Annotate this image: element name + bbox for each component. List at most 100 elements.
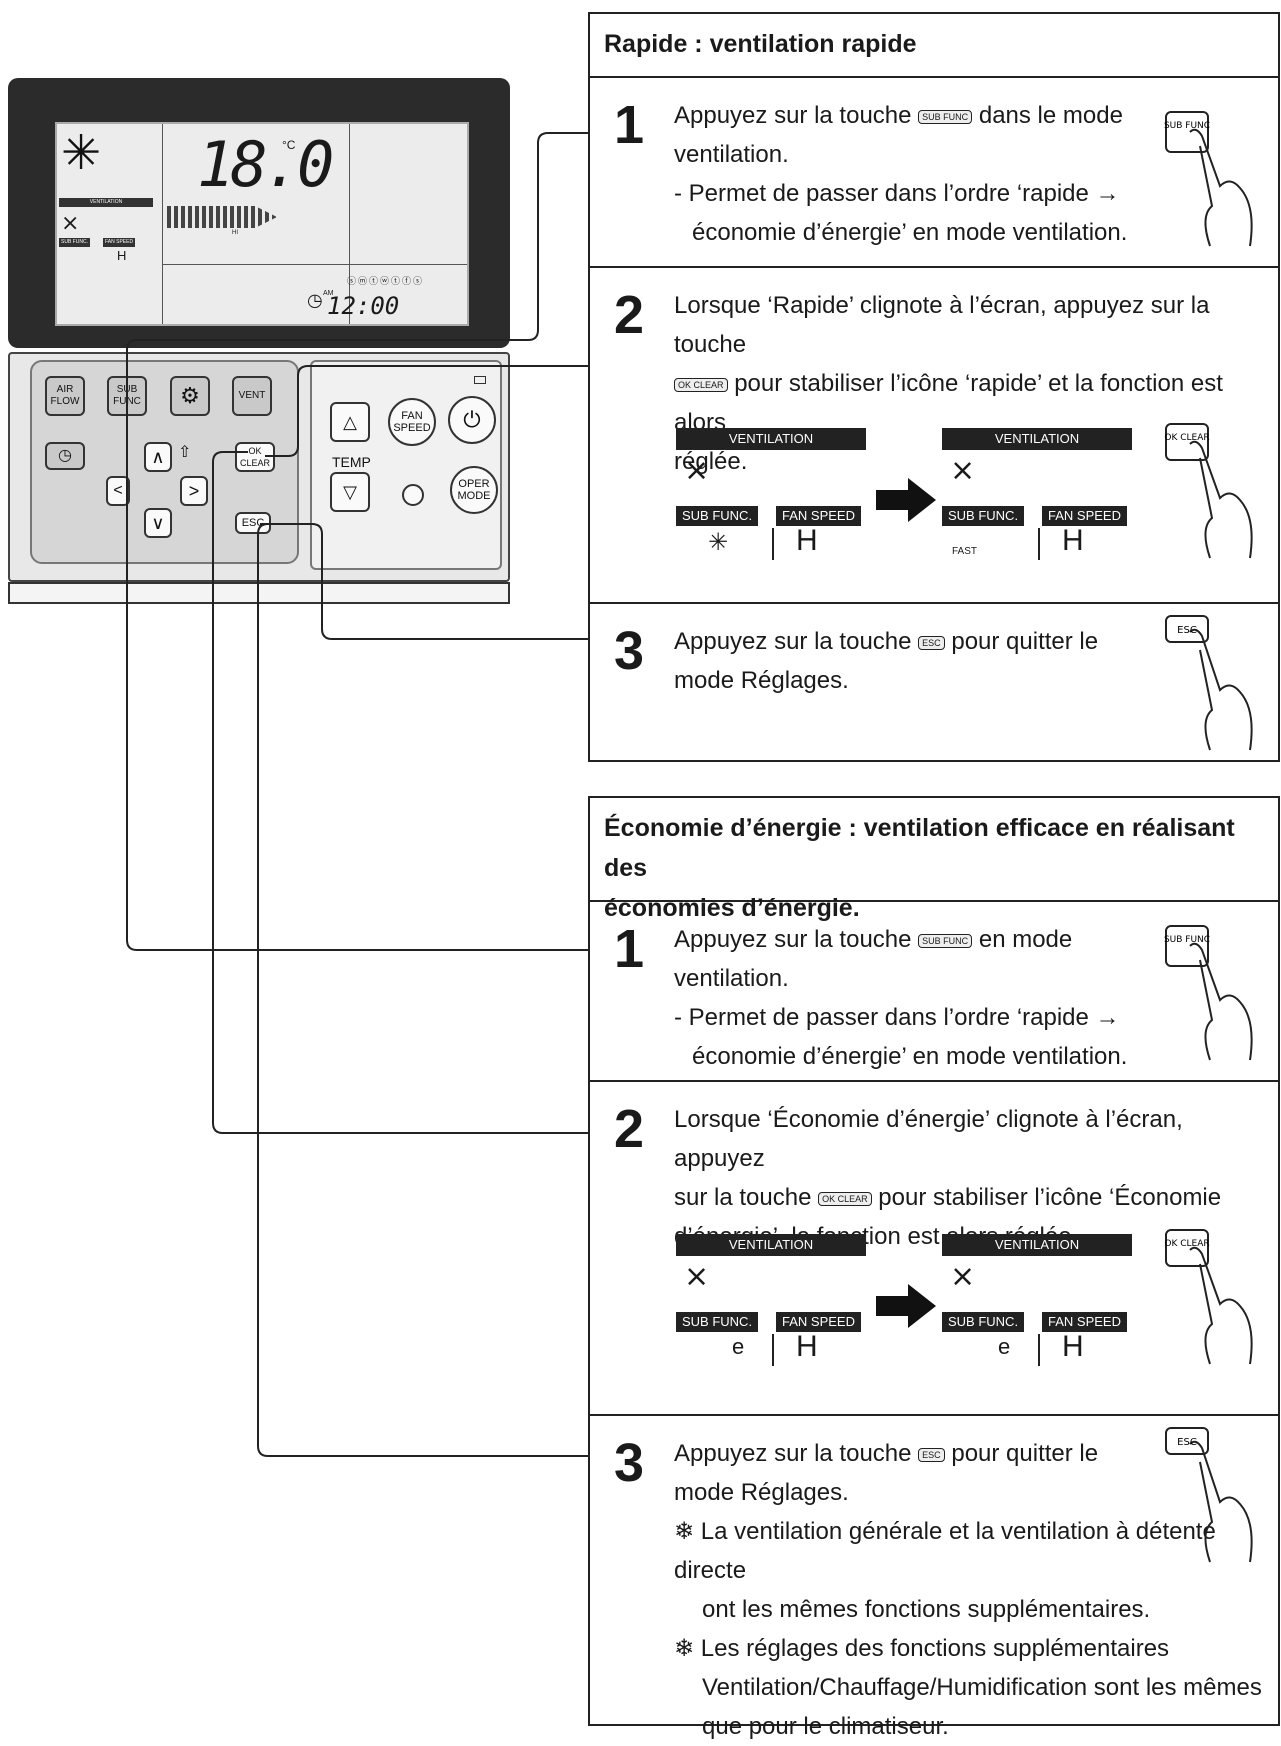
fan-speed-tag: FAN SPEED <box>1042 1312 1127 1332</box>
indicator-light <box>474 376 486 384</box>
display-before: VENTILATION ⨯ SUB FUNC. FAN SPEED ✳ H <box>676 428 876 560</box>
lcd-temperature: 18.0 <box>197 128 334 201</box>
text: ventilation. <box>674 965 789 992</box>
display-after: VENTILATION ⨯ SUB FUNC. FAN SPEED e H <box>942 1234 1142 1366</box>
step-text: Appuyez sur la touche ESC pour quitter l… <box>674 622 1128 700</box>
energy-saving-blinking-icon: e <box>732 1334 745 1359</box>
display-title: VENTILATION <box>676 428 866 450</box>
rapide-step-1: 1 Appuyez sur la touche SUB FUNC dans le… <box>590 78 1278 268</box>
ventilation-fan-icon: ⨯ <box>950 454 976 487</box>
fan-level-bar <box>167 206 277 228</box>
down-arrow-icon[interactable]: ∨ <box>144 508 172 538</box>
connector-esc-1 <box>265 523 588 640</box>
connector-esc-2 <box>257 523 588 1457</box>
temp-down-icon[interactable]: ▽ <box>330 472 370 512</box>
text: Appuyez sur la touche <box>674 628 912 655</box>
esc-button[interactable]: ESC <box>235 512 271 534</box>
note: que pour le climatiseur. <box>702 1713 949 1740</box>
lcd-unit: °C <box>282 138 296 152</box>
rapide-header: Rapide : ventilation rapide <box>590 14 1278 78</box>
hand-key-label: SUB FUNC <box>1164 121 1210 131</box>
sub-func-tag: SUB FUNC. <box>942 506 1025 526</box>
sub-func-key-icon: SUB FUNC <box>918 109 973 124</box>
note: ❄ La ventilation générale et la ventilat… <box>674 1518 1216 1584</box>
remote-control-bottom: AIR FLOW SUB FUNC ⚙ VENT ◷ ∧ < > ∨ ⇧ OK … <box>8 352 510 582</box>
fast-fan-blinking-icon: ✳ <box>708 529 729 556</box>
temp-up-icon[interactable]: △ <box>330 402 370 442</box>
separator <box>772 528 774 560</box>
connector-ok-clear-2 <box>212 451 588 1134</box>
power-icon[interactable]: ⏻ <box>448 396 496 444</box>
temp-label: TEMP <box>332 454 371 470</box>
hand-key-label: OK CLEAR <box>1164 1239 1209 1249</box>
connector-sub-func <box>126 132 588 951</box>
step-text: Lorsque ‘Rapide’ clignote à l’écran, app… <box>674 286 1258 481</box>
text: pour stabiliser l’icône ‘Économie <box>878 1184 1222 1211</box>
lcd-sub-func-tag: SUB FUNC. <box>59 238 90 247</box>
fan-speed-tag: FAN SPEED <box>776 1312 861 1332</box>
fan-speed-button[interactable]: FAN SPEED <box>388 398 436 446</box>
step-number: 3 <box>614 1433 645 1493</box>
note: - Permet de passer dans l’ordre ‘rapide … <box>674 1004 1120 1031</box>
step-number: 2 <box>614 1099 645 1159</box>
lcd-clock: 12:00 <box>327 292 400 320</box>
round-button[interactable] <box>402 484 424 506</box>
separator <box>1038 528 1040 560</box>
step-text: Appuyez sur la touche ESC pour quitter l… <box>674 1434 1268 1746</box>
timer-clock-icon[interactable]: ◷ <box>45 442 85 470</box>
economie-step-1: 1 Appuyez sur la touche SUB FUNC en mode… <box>590 902 1278 1082</box>
text: mode Réglages. <box>674 667 849 694</box>
hand-press-icon: SUB FUNC <box>1164 925 1253 1061</box>
display-after: VENTILATION ⨯ SUB FUNC. FAN SPEED FAST H <box>942 428 1142 560</box>
lcd-screen: ✳ 18.0 °C HI VENTILATION ⨯ SUB FUNC. FAN… <box>55 122 469 326</box>
lcd-am: AM <box>323 290 334 297</box>
economie-header-line: Économie d’énergie : ventilation efficac… <box>604 814 1235 882</box>
fan-speed-tag: FAN SPEED <box>776 506 861 526</box>
hand-press-icon: ESC <box>1165 615 1253 751</box>
text: pour quitter le <box>951 628 1099 655</box>
ventilation-fan-icon: ⨯ <box>684 1260 710 1293</box>
text: sur la touche <box>674 1184 812 1211</box>
vent-button[interactable]: VENT <box>232 376 272 416</box>
hand-press-icon: SUB FUNC <box>1164 111 1253 247</box>
lcd-divider <box>349 124 350 324</box>
note: Ventilation/Chauffage/Humidification son… <box>702 1674 1262 1701</box>
economie-header-line: économies d’énergie. <box>604 894 860 922</box>
step-text: Appuyez sur la touche SUB FUNC dans le m… <box>674 96 1128 252</box>
sub-func-tag: SUB FUNC. <box>676 506 759 526</box>
text: Lorsque ‘Rapide’ clignote à l’écran, app… <box>674 292 1210 358</box>
lcd-fan-speed-tag: FAN SPEED <box>103 238 136 247</box>
hand-press-icon: OK CLEAR <box>1164 1229 1253 1365</box>
settings-gear-icon[interactable]: ⚙ <box>170 376 210 416</box>
fan-speed-value: H <box>1062 1330 1084 1363</box>
text: Appuyez sur la touche <box>674 1440 912 1467</box>
text: mode Réglages. <box>674 1479 849 1506</box>
fan-speed-value: H <box>1062 524 1084 557</box>
step-number: 2 <box>614 285 645 345</box>
note: économie d’énergie’ en mode ventilation. <box>692 1043 1128 1070</box>
fan-speed-value: H <box>796 524 818 557</box>
step-number: 1 <box>614 95 645 155</box>
economie-step-2: 2 Lorsque ‘Économie d’énergie’ clignote … <box>590 1082 1278 1416</box>
hand-key-label: SUB FUNC <box>1164 935 1210 945</box>
rapide-step-3: 3 Appuyez sur la touche ESC pour quitter… <box>590 604 1278 760</box>
right-arrow-icon[interactable]: > <box>180 476 208 506</box>
fan-speed-value: H <box>796 1330 818 1363</box>
sub-func-tag: SUB FUNC. <box>676 1312 759 1332</box>
note: ❄ Les réglages des fonctions supplémenta… <box>674 1635 1170 1662</box>
ok-clear-key-icon: OK CLEAR <box>818 1191 872 1206</box>
air-flow-button[interactable]: AIR FLOW <box>45 376 85 416</box>
connector-ok-clear-1 <box>265 365 588 457</box>
step-text: Appuyez sur la touche SUB FUNC en mode v… <box>674 920 1128 1076</box>
rapide-step-2: 2 Lorsque ‘Rapide’ clignote à l’écran, a… <box>590 268 1278 604</box>
arrow-right-icon <box>876 478 936 522</box>
separator <box>772 1334 774 1366</box>
text: en mode <box>978 926 1073 953</box>
esc-key-icon: ESC <box>918 1447 945 1462</box>
step-number: 1 <box>614 919 645 979</box>
lcd-ventilation-tag: VENTILATION <box>59 198 153 207</box>
oper-mode-button[interactable]: OPER MODE <box>450 466 498 514</box>
text: Appuyez sur la touche <box>674 102 912 129</box>
up-arrow-icon[interactable]: ∧ <box>144 442 172 472</box>
arrow-right-icon <box>876 1284 936 1328</box>
